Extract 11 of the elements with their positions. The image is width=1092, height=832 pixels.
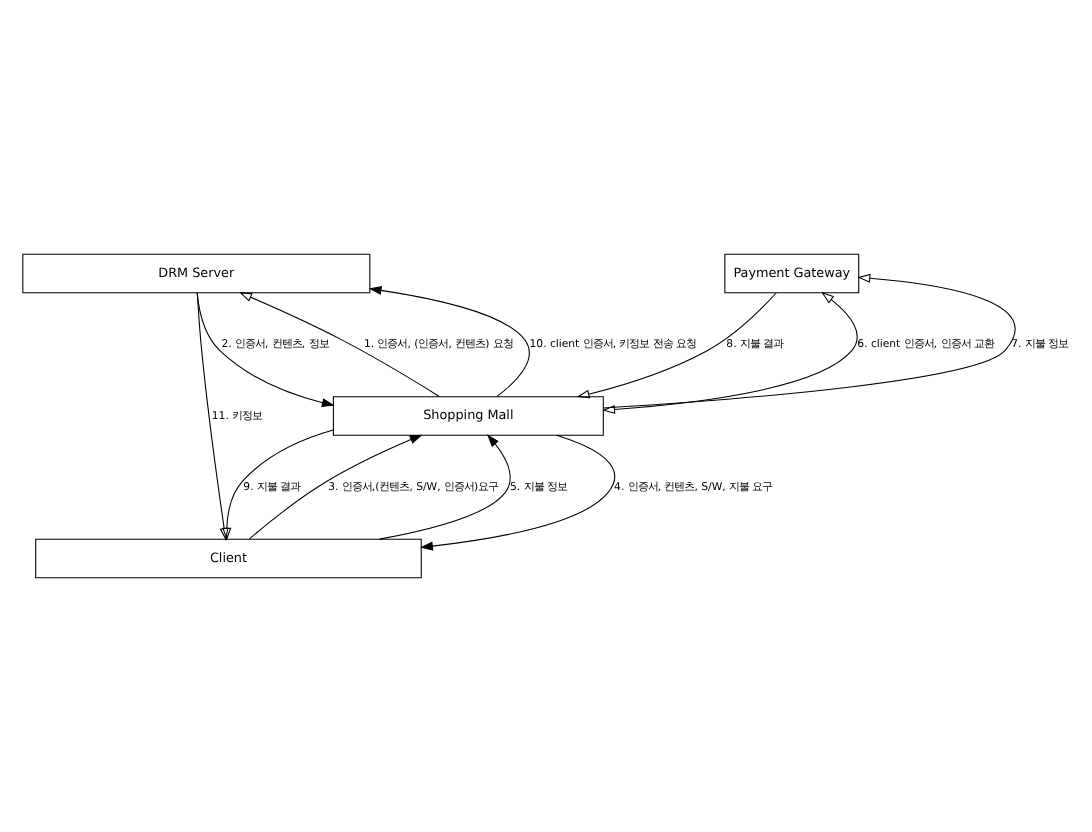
arrow — [248, 434, 423, 540]
arrow — [239, 292, 440, 397]
arrow — [196, 292, 229, 541]
arrow — [420, 434, 616, 551]
arrow — [222, 429, 334, 541]
arrow — [378, 434, 511, 540]
arrow — [576, 292, 777, 399]
arrow — [368, 286, 530, 398]
arrow — [602, 292, 858, 414]
arrow — [196, 292, 335, 407]
arrow — [602, 273, 1016, 409]
